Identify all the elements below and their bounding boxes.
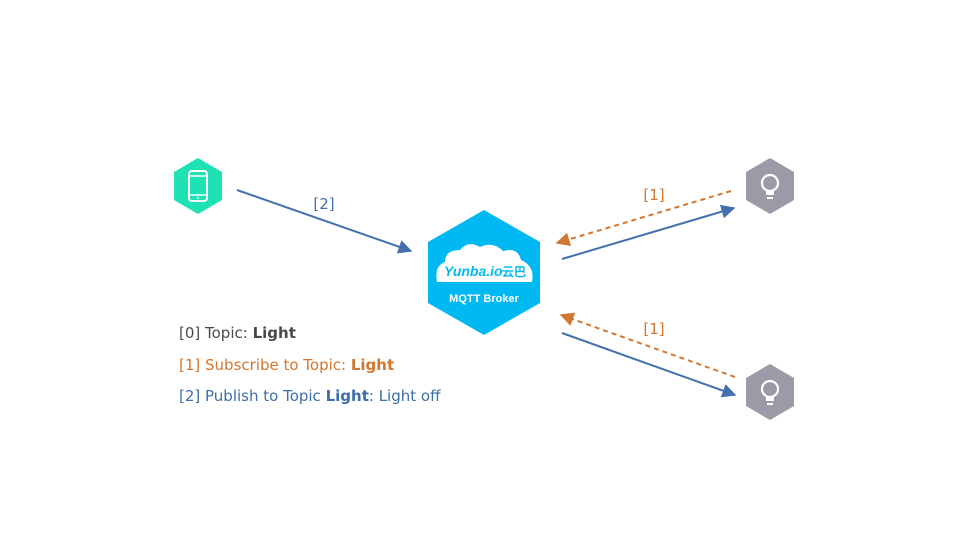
subscribe-arrow-top — [555, 190, 732, 247]
legend-line-topic: [0] Topic: Light — [179, 324, 296, 342]
legend-prefix: [1] Subscribe to Topic: — [179, 356, 351, 374]
publish-arrow — [236, 189, 413, 254]
legend-prefix: [0] Topic: — [179, 324, 253, 342]
lightbulb-icon — [760, 379, 780, 405]
legend-suffix: : Light off — [368, 387, 441, 405]
publish-arrow-label: [2] — [313, 195, 334, 213]
broker-logo-text: Yunba.io — [444, 263, 503, 279]
deliver-arrow-top — [561, 204, 736, 260]
legend-topic: Light — [350, 356, 395, 374]
legend-topic: Light — [325, 387, 369, 405]
legend-topic: Light — [252, 324, 296, 342]
subscribe-arrow-bottom — [559, 312, 736, 378]
subscriber-node-top — [746, 158, 794, 214]
legend-line-publish: [2] Publish to Topic Light: Light off — [179, 387, 440, 405]
legend-line-subscribe: [1] Subscribe to Topic: Light — [179, 356, 394, 374]
legend-prefix: [2] Publish to Topic — [179, 387, 326, 405]
broker-label: MQTT Broker — [449, 293, 519, 305]
broker-node: Yunba.io 云巴 MQTT Broker — [428, 210, 540, 335]
subscribe-arrow-bottom-label: [1] — [643, 320, 664, 338]
lightbulb-icon — [760, 173, 780, 199]
subscribe-arrow-top-label: [1] — [643, 186, 664, 204]
publisher-node — [174, 158, 222, 214]
broker-logo-cn: 云巴 — [502, 265, 526, 279]
smartphone-icon — [188, 170, 208, 202]
deliver-arrow-bottom — [561, 332, 737, 398]
cloud-icon — [436, 244, 533, 282]
subscriber-node-bottom — [746, 364, 794, 420]
